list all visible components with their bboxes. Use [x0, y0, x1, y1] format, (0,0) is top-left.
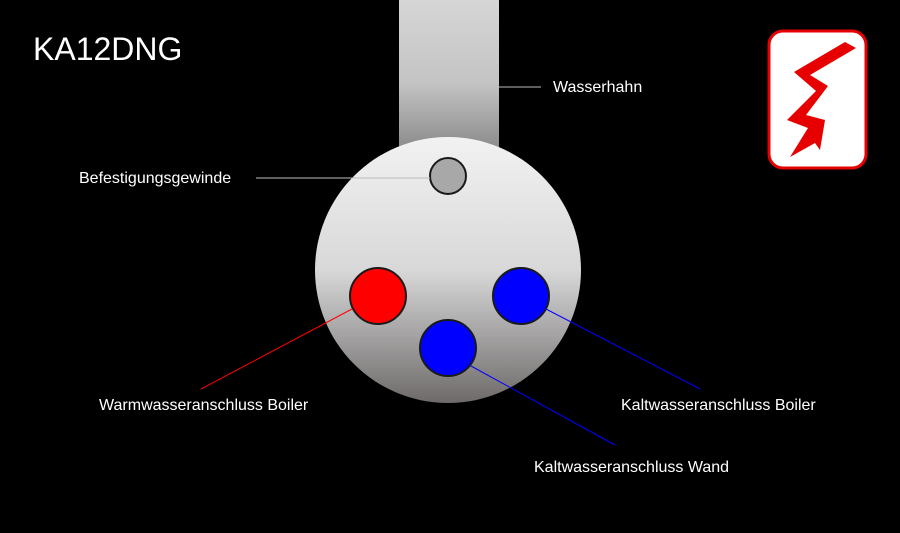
mounting-thread-hole	[429, 157, 467, 195]
hot-water-boiler-label: Warmwasseranschluss Boiler	[99, 397, 309, 414]
hot-leader-line	[200, 308, 353, 390]
faucet-pipe	[399, 0, 499, 150]
cold-water-boiler-connection	[492, 267, 550, 325]
cold-wall-leader-line	[470, 365, 616, 446]
faucet-label: Wasserhahn	[553, 79, 643, 96]
mounting-thread-label: Befestigungsgewinde	[79, 170, 232, 187]
hot-water-connection	[349, 267, 407, 325]
cold-water-wall-label: Kaltwasseranschluss Wand	[534, 459, 730, 476]
page-title: KA12DNG	[33, 31, 183, 67]
cold-water-wall-connection	[419, 319, 477, 377]
cold-boiler-leader-line	[545, 308, 701, 390]
valve-body	[315, 137, 581, 403]
cold-water-boiler-label: Kaltwasseranschluss Boiler	[621, 397, 816, 414]
high-voltage-warning-icon	[767, 29, 868, 170]
